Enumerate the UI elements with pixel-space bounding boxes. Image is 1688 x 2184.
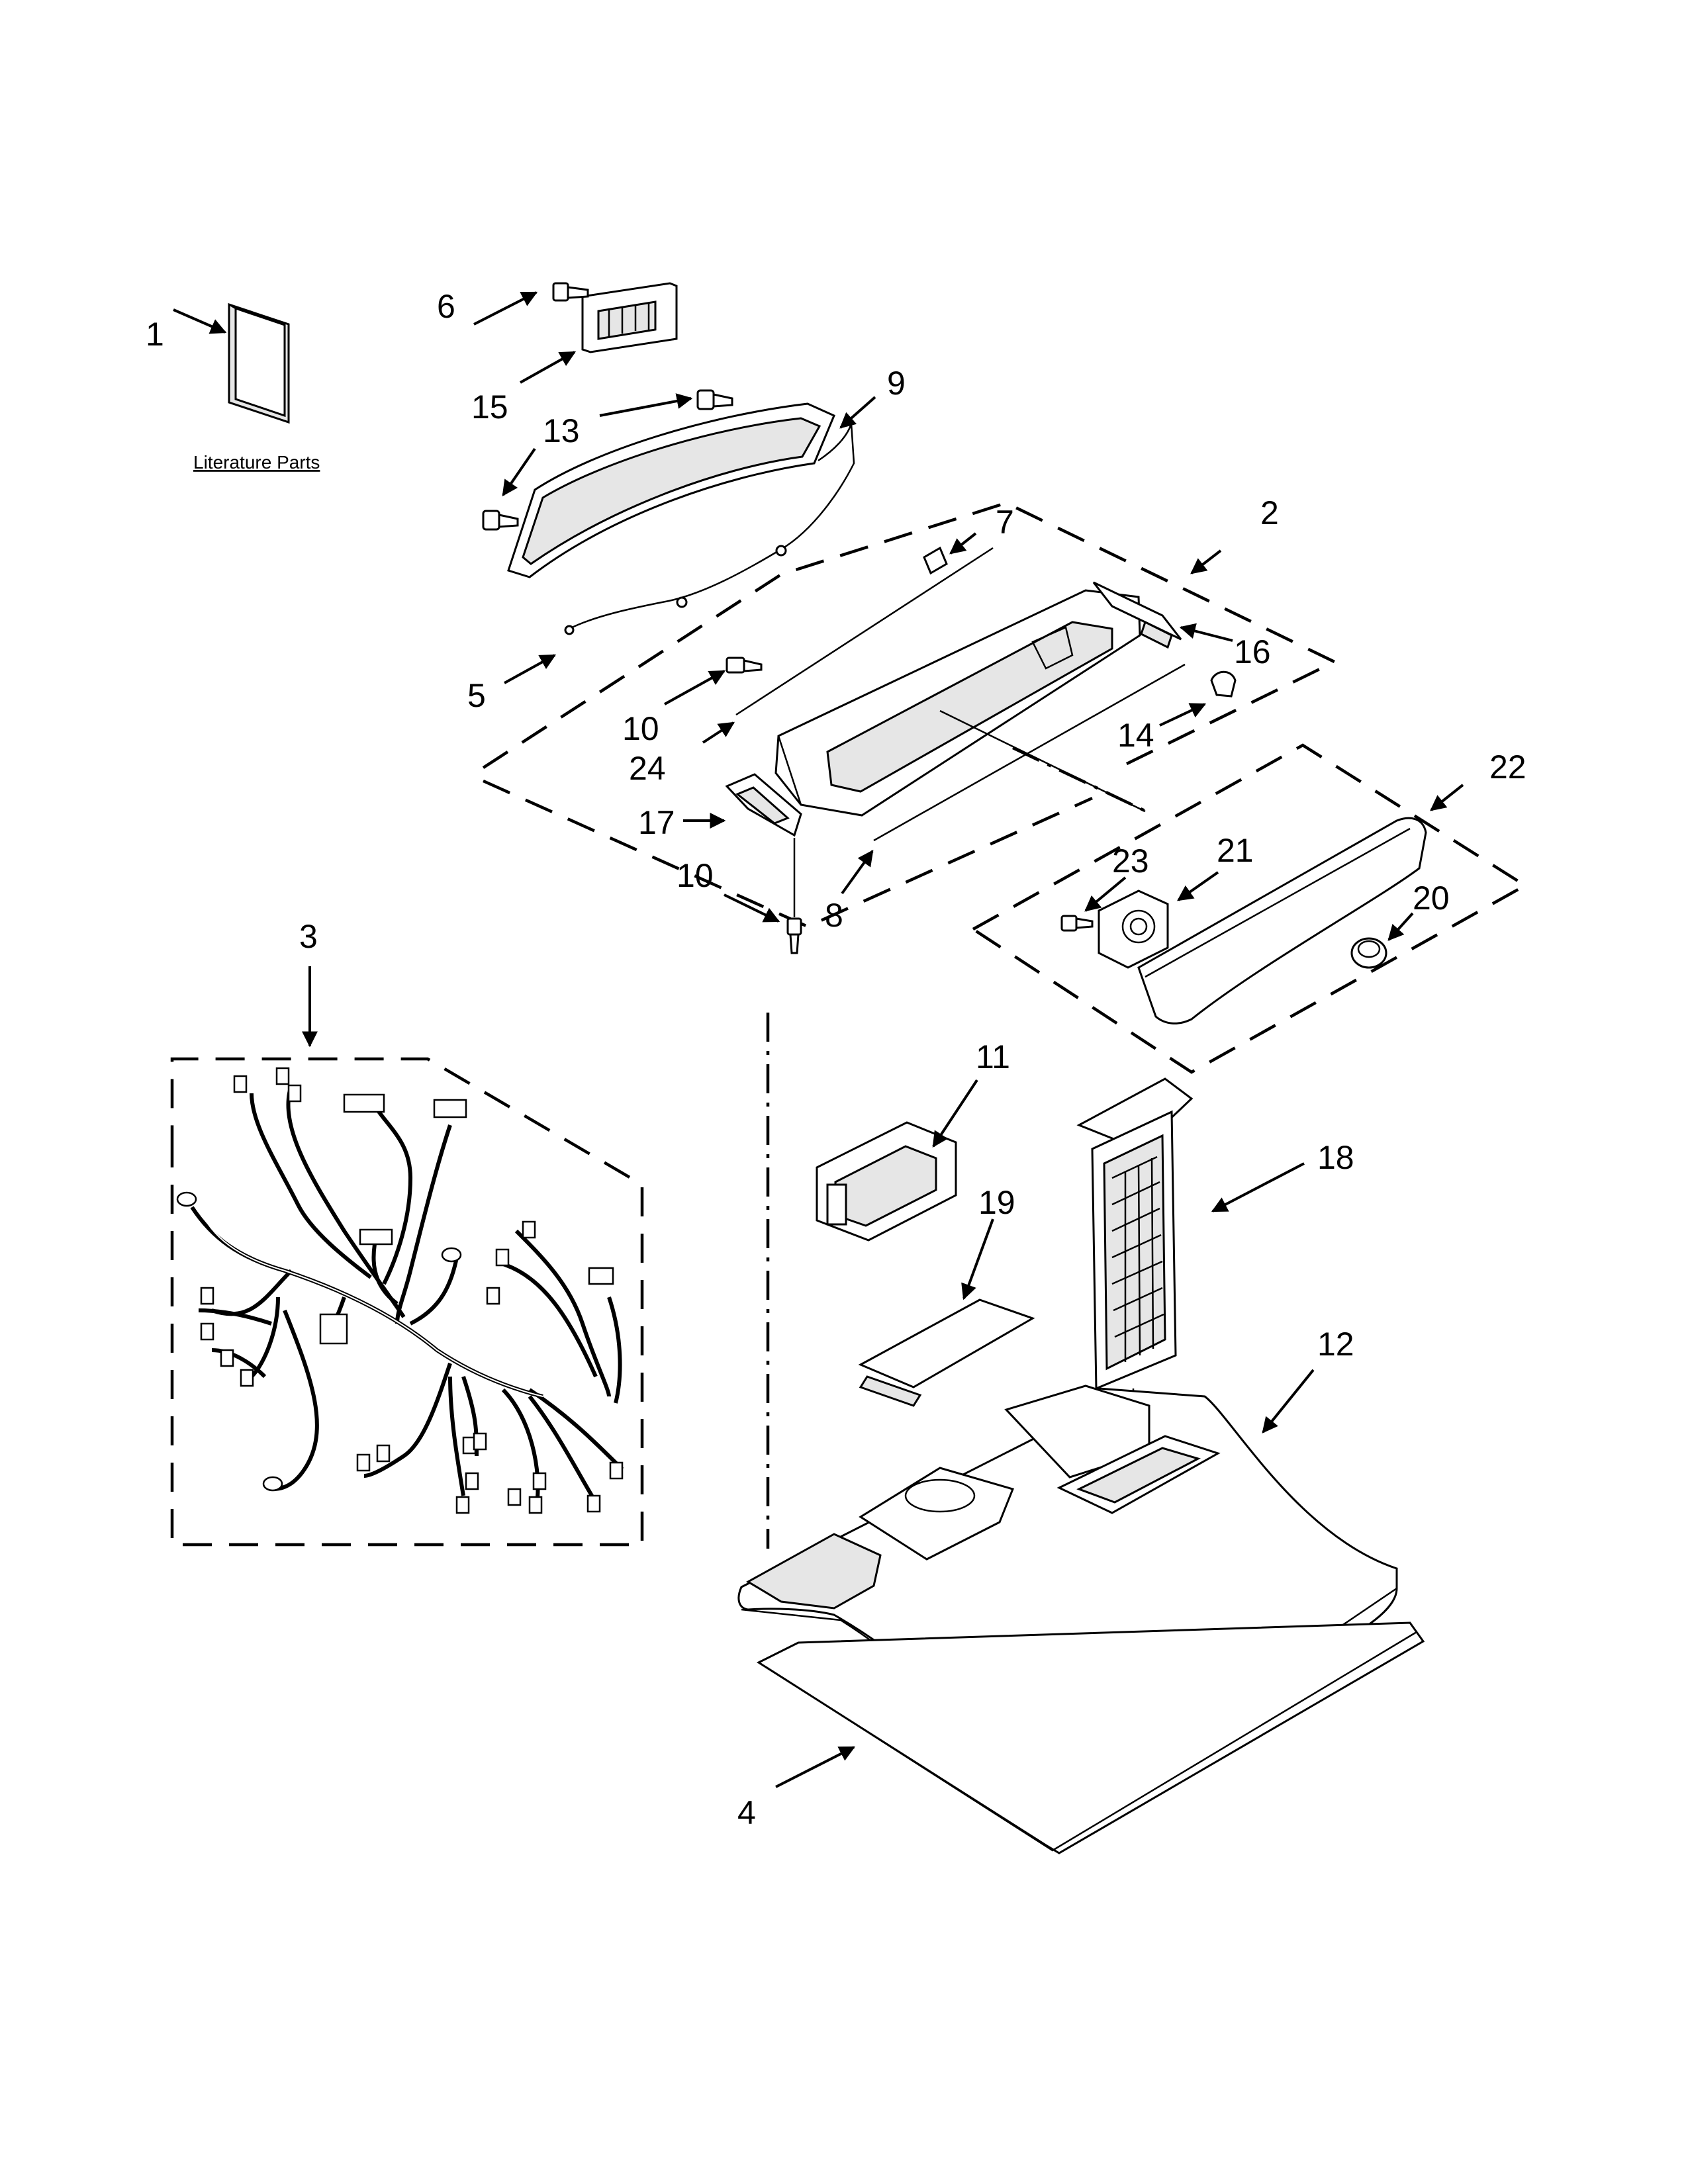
callout-8: 8	[825, 897, 843, 934]
part-knob-20	[1350, 937, 1387, 969]
callout-4: 4	[737, 1794, 756, 1831]
part-wire-harness	[176, 1067, 624, 1514]
part-control-board-11	[816, 1121, 957, 1242]
assembly-2-outline	[482, 501, 1338, 770]
leader-24	[702, 721, 735, 744]
callout-19: 19	[978, 1184, 1015, 1221]
callout-3: 3	[299, 918, 318, 955]
leader-20	[1387, 912, 1414, 941]
part-module-21	[1098, 889, 1169, 969]
part-screw-23	[1060, 915, 1094, 932]
part-gasket-4	[756, 1621, 1425, 1854]
callout-17: 17	[638, 804, 675, 841]
leader-7	[949, 532, 977, 555]
part-console-panel	[507, 402, 855, 635]
part-screw-6	[552, 282, 589, 302]
callout-13: 13	[543, 412, 580, 449]
leader-12	[1262, 1369, 1315, 1433]
callout-10b: 10	[677, 857, 714, 894]
leader-8	[841, 850, 874, 895]
assembly-22-outline	[972, 743, 1528, 1074]
part-control-lid	[1137, 817, 1427, 1024]
part-switch-16	[1092, 581, 1182, 649]
callout-18: 18	[1317, 1139, 1354, 1176]
leader-21	[1177, 871, 1219, 901]
callout-9: 9	[887, 365, 906, 402]
guide-line-housing	[1012, 746, 1152, 816]
callout-6: 6	[437, 288, 455, 325]
leader-19	[961, 1218, 994, 1300]
leader-6	[473, 291, 538, 326]
leader-16	[1179, 623, 1233, 642]
leader-4	[775, 1746, 856, 1788]
callout-21: 21	[1217, 832, 1254, 869]
leader-9	[839, 396, 876, 429]
callout-5: 5	[467, 677, 486, 714]
callout-24: 24	[629, 750, 666, 787]
leader-1	[173, 308, 227, 334]
part-screw-10b	[786, 917, 802, 954]
leader-5	[504, 654, 557, 684]
callout-14: 14	[1117, 717, 1154, 754]
part-plate-19	[858, 1298, 1035, 1407]
part-strip-8	[873, 663, 1186, 842]
part-lint-screen-18	[1076, 1077, 1194, 1390]
part-bracket	[581, 282, 678, 353]
leader-2	[1190, 549, 1222, 574]
assembly-2-outline-lower	[483, 779, 1093, 929]
callout-22: 22	[1489, 749, 1526, 786]
callout-15: 15	[471, 388, 508, 426]
part-literature-booklet	[228, 302, 290, 424]
part-screw-13b	[482, 510, 519, 531]
leader-22	[1430, 784, 1464, 811]
part-screw-13a	[696, 389, 733, 410]
leader-14	[1159, 703, 1207, 727]
leader-10a	[664, 670, 726, 705]
callout-7: 7	[996, 504, 1014, 541]
callout-11: 11	[976, 1038, 1010, 1075]
literature-parts-label: Literature Parts	[193, 452, 320, 473]
part-strip-24	[735, 547, 994, 716]
leader-13b	[502, 447, 536, 496]
callout-12: 12	[1317, 1326, 1354, 1363]
callout-20: 20	[1413, 880, 1450, 917]
assembly-3-outline	[170, 1057, 644, 1547]
leader-23	[1084, 876, 1127, 912]
part-bracket-17	[725, 773, 802, 837]
leader-10b	[724, 893, 780, 923]
callout-23: 23	[1112, 842, 1149, 880]
leader-11	[932, 1079, 978, 1148]
callout-1: 1	[146, 316, 164, 353]
leader-13a	[599, 393, 693, 417]
part-screw-10a	[726, 657, 763, 674]
callout-10a: 10	[622, 710, 659, 747]
leader-18	[1211, 1162, 1305, 1212]
leader-15	[520, 351, 577, 384]
part-clip-14	[1210, 670, 1237, 698]
callout-2: 2	[1260, 494, 1279, 531]
part-console-housing	[774, 589, 1146, 817]
part-clip-7	[923, 546, 948, 575]
callout-16: 16	[1234, 633, 1271, 670]
